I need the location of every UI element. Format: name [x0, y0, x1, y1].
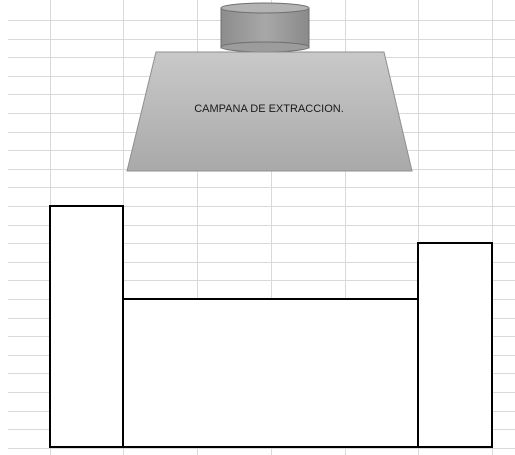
workbench	[49, 205, 493, 448]
hood-body	[126, 51, 413, 172]
hood-duct-top-rim	[220, 2, 310, 14]
hood-duct-bottom-rim	[220, 41, 310, 53]
extraction-hood: CAMPANA DE EXTRACCION.	[126, 2, 413, 172]
hood-label: CAMPANA DE EXTRACCION.	[194, 103, 344, 115]
center-low-block	[122, 298, 419, 448]
left-tall-block	[49, 205, 124, 448]
hood-duct-body	[220, 7, 310, 49]
right-tall-block	[417, 242, 493, 448]
